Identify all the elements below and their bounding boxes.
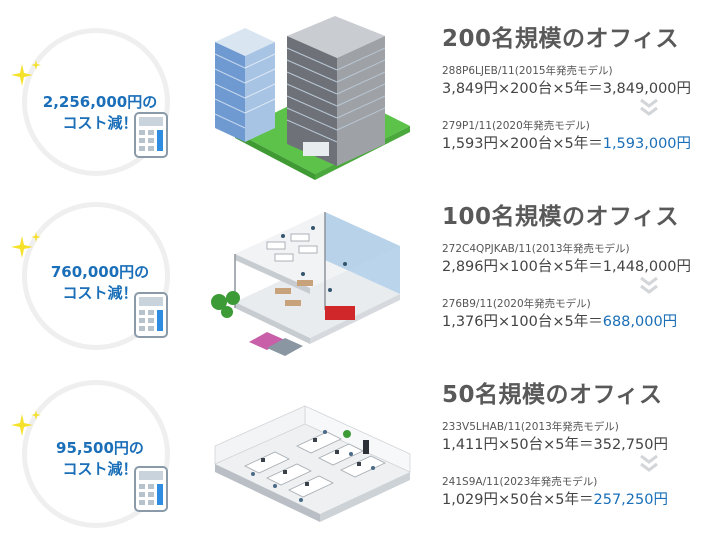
office-title: 200名規模のオフィス: [442, 26, 680, 52]
sparkle-icon: [11, 232, 41, 258]
open-office-illustration: [214, 405, 411, 522]
savings-circle: [22, 202, 170, 350]
new-cost-total: 257,250円: [593, 492, 668, 508]
office-info: 200名規模のオフィス 288P6LJEB/11(2015年発売モデル) 3,8…: [442, 24, 704, 155]
old-model-label: 288P6LJEB/11(2015年発売モデル): [442, 65, 613, 77]
office-title: 100名規模のオフィス: [442, 204, 680, 230]
new-cost-formula: 1,593円×200台×5年＝: [442, 136, 603, 152]
old-cost-total: 352,750円: [593, 437, 668, 453]
new-cost-formula: 1,376円×100台×5年＝: [442, 314, 603, 330]
new-cost-total: 688,000円: [602, 314, 678, 330]
new-cost-line: 1,376円×100台×5年＝688,000円: [442, 311, 704, 333]
savings-text: 2,256,000円の コスト減！: [32, 92, 168, 134]
savings-amount: 2,256,000円の: [42, 93, 158, 111]
new-model-label: 276B9/11(2020年発売モデル): [442, 298, 591, 310]
old-cost-total: 3,849,000円: [602, 81, 692, 97]
office-50-section: 95,500円の コスト減！: [0, 362, 710, 542]
old-cost-formula: 2,896円×100台×5年＝: [442, 259, 603, 275]
savings-circle: [22, 380, 170, 528]
sparkle-icon: [11, 410, 41, 436]
calculator-icon: [134, 112, 168, 158]
office-100-section: 760,000円の コスト減！: [0, 180, 710, 360]
calculator-icon: [134, 466, 168, 512]
office-building-illustration: [214, 16, 410, 180]
old-cost-line: 3,849円×200台×5年＝3,849,000円: [442, 78, 704, 100]
office-cutaway-illustration: [211, 212, 400, 356]
old-cost-line: 1,411円×50台×5年＝352,750円: [442, 434, 704, 456]
savings-amount: 760,000円の: [50, 263, 150, 281]
savings-suffix: コスト減！: [62, 114, 138, 132]
old-model-label: 233V5LHAB/11(2013年発売モデル): [442, 421, 619, 433]
savings-text: 760,000円の コスト減！: [32, 262, 168, 304]
calculator-icon: [134, 292, 168, 338]
office-info: 50名規模のオフィス 233V5LHAB/11(2013年発売モデル) 1,41…: [442, 380, 704, 511]
office-title: 50名規模のオフィス: [442, 382, 663, 408]
chevron-down-icon: [640, 454, 658, 472]
old-cost-formula: 1,411円×50台×5年＝: [442, 437, 594, 453]
savings-suffix: コスト減！: [62, 460, 138, 478]
old-cost-formula: 3,849円×200台×5年＝: [442, 81, 603, 97]
office-info: 100名規模のオフィス 272C4QPJKAB/11(2013年発売モデル) 2…: [442, 202, 704, 333]
office-200-section: 2,256,000円の コスト減！: [0, 0, 710, 180]
chevron-down-icon: [640, 98, 658, 116]
new-cost-total: 1,593,000円: [602, 136, 692, 152]
sparkle-icon: [11, 60, 41, 86]
old-cost-line: 2,896円×100台×5年＝1,448,000円: [442, 256, 704, 278]
savings-text: 95,500円の コスト減！: [32, 438, 168, 480]
savings-suffix: コスト減！: [62, 284, 138, 302]
new-model-label: 241S9A/11(2023年発売モデル): [442, 476, 598, 488]
new-cost-line: 1,593円×200台×5年＝1,593,000円: [442, 133, 704, 155]
new-cost-line: 1,029円×50台×5年＝257,250円: [442, 489, 704, 511]
chevron-down-icon: [640, 276, 658, 294]
savings-circle: [22, 28, 170, 176]
old-model-label: 272C4QPJKAB/11(2013年発売モデル): [442, 243, 630, 255]
new-cost-formula: 1,029円×50台×5年＝: [442, 492, 594, 508]
new-model-label: 279P1/11(2020年発売モデル): [442, 120, 590, 132]
savings-amount: 95,500円の: [56, 439, 144, 457]
old-cost-total: 1,448,000円: [602, 259, 692, 275]
